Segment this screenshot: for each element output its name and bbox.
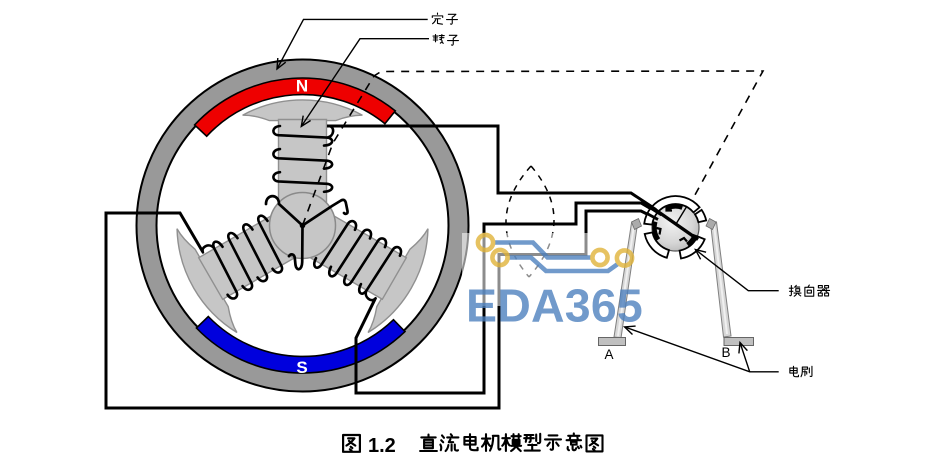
svg-text:B: B (721, 345, 730, 360)
svg-text:1.2: 1.2 (368, 435, 396, 457)
svg-text:EDA365: EDA365 (466, 280, 643, 332)
svg-text:S: S (296, 358, 307, 377)
svg-text:N: N (296, 77, 308, 96)
svg-text:A: A (604, 347, 613, 362)
